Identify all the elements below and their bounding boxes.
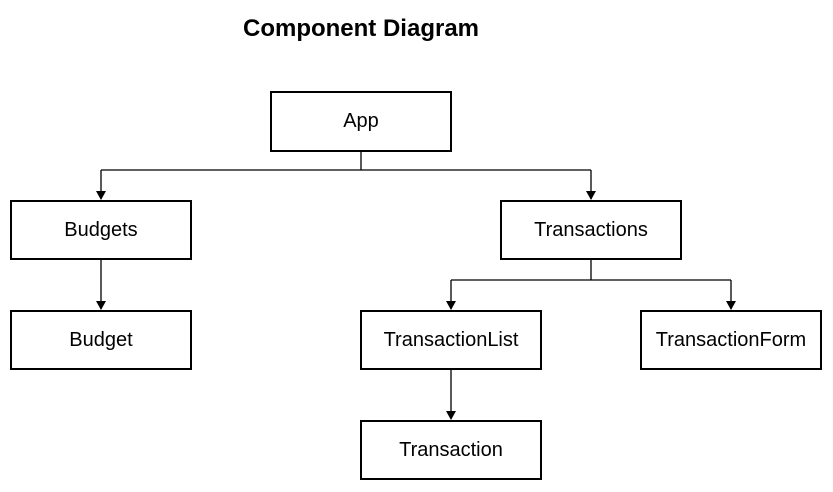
arrowhead-transaction: [446, 411, 456, 420]
node-app-label: App: [343, 110, 379, 132]
node-transactions-label: Transactions: [534, 218, 648, 241]
node-budget-label: Budget: [69, 328, 133, 351]
node-app: App: [270, 91, 452, 152]
arrowhead-transactions: [586, 191, 596, 200]
arrowhead-budgets: [96, 191, 106, 200]
arrowhead-transactionform: [726, 301, 736, 310]
node-transaction-list: TransactionList: [360, 310, 542, 370]
diagram-title: Component Diagram: [242, 15, 479, 42]
node-transaction-form: TransactionForm: [640, 310, 822, 370]
node-transaction-label: Transaction: [399, 438, 503, 461]
node-budget: Budget: [10, 310, 192, 370]
node-transaction-form-label: TransactionForm: [655, 328, 807, 351]
node-budgets: Budgets: [10, 200, 192, 260]
arrowhead-transactionlist: [446, 301, 456, 310]
node-transactions: Transactions: [500, 200, 682, 260]
node-budgets-label: Budgets: [64, 218, 138, 241]
node-transaction: Transaction: [360, 420, 542, 480]
node-transaction-list-label: TransactionList: [383, 328, 519, 351]
arrowhead-budget: [96, 301, 106, 310]
